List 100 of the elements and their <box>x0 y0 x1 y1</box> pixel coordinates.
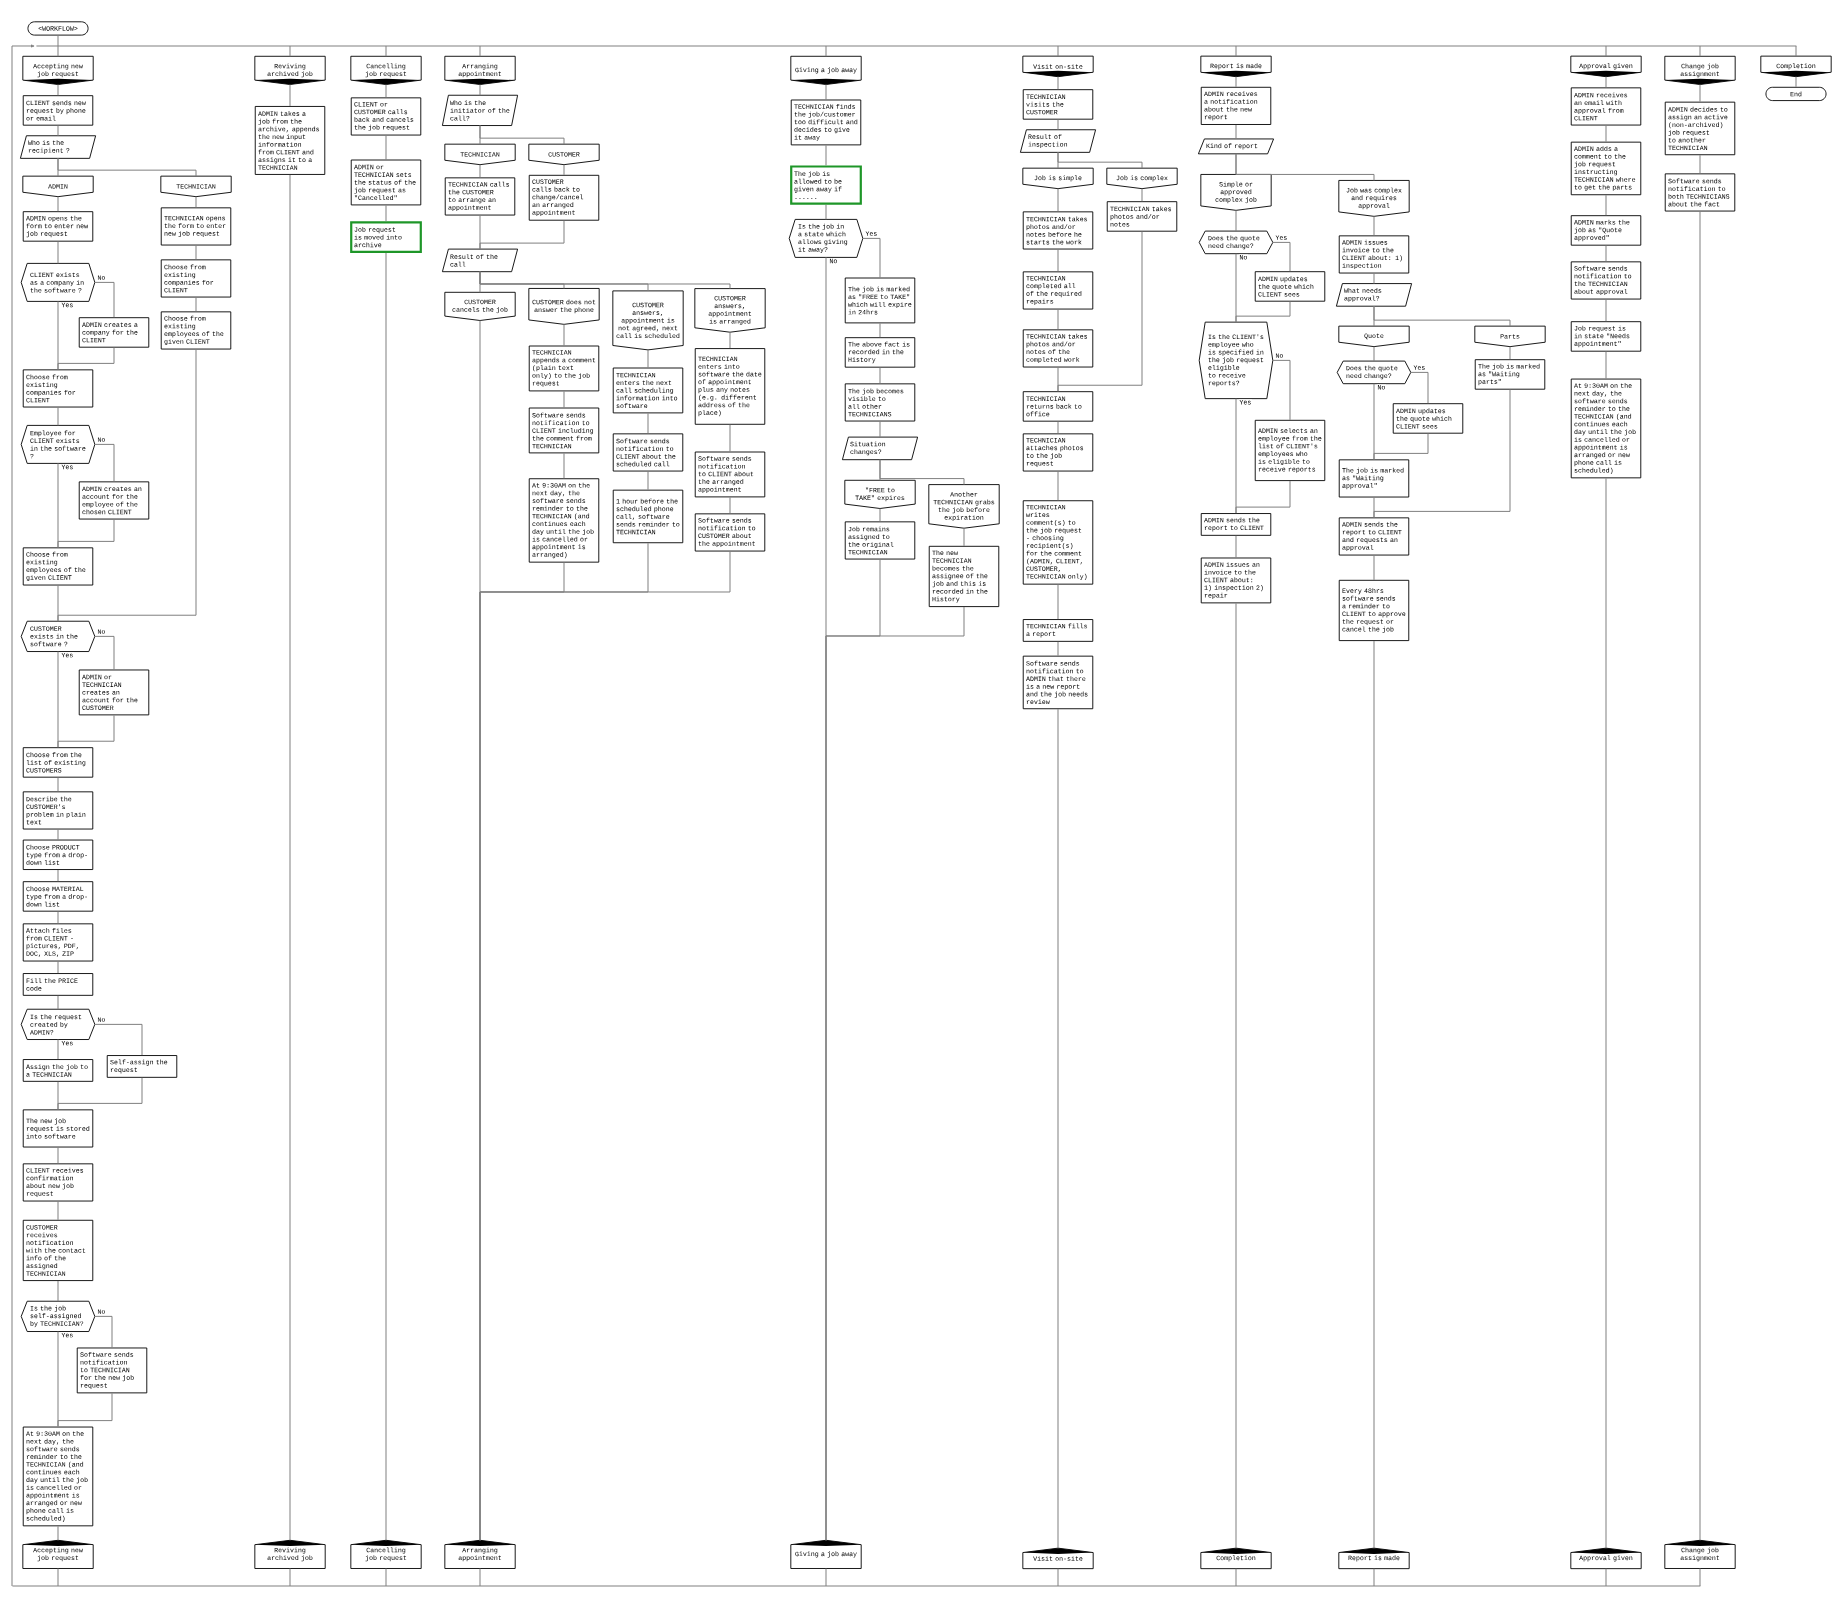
connector <box>1373 389 1511 518</box>
connector <box>1699 84 1701 103</box>
bus-line <box>36 45 1797 47</box>
connector <box>11 44 35 1587</box>
connector <box>57 1280 59 1302</box>
connector <box>195 196 197 208</box>
connector <box>1235 535 1237 559</box>
connector <box>1057 119 1059 131</box>
connector <box>1373 555 1375 581</box>
connector <box>879 459 965 486</box>
connector <box>57 35 59 47</box>
connector <box>1057 231 1143 392</box>
connector <box>57 714 115 748</box>
connector <box>289 174 291 1541</box>
connector <box>479 164 481 178</box>
connector <box>825 204 827 220</box>
connector <box>479 551 731 1541</box>
connector <box>563 164 565 176</box>
connector <box>57 869 59 882</box>
connector <box>1373 640 1375 1549</box>
connector <box>94 443 115 482</box>
connector <box>1057 188 1059 212</box>
connector <box>195 297 197 312</box>
connector <box>1373 433 1429 460</box>
connector <box>647 349 649 369</box>
connector <box>1235 124 1237 140</box>
connector <box>57 995 59 1010</box>
connector <box>729 331 731 349</box>
connector <box>1057 708 1059 1549</box>
connector <box>862 237 881 279</box>
connector <box>385 84 387 98</box>
connector <box>1235 301 1291 323</box>
connector <box>963 527 965 547</box>
connector <box>1373 215 1375 236</box>
connector <box>1141 188 1143 202</box>
connector <box>385 1568 387 1587</box>
connector <box>57 84 59 96</box>
connector <box>1235 1568 1237 1587</box>
connector <box>57 1201 59 1221</box>
connector <box>479 1568 481 1587</box>
connector <box>57 961 59 974</box>
connector <box>1509 346 1511 360</box>
connector <box>479 45 481 57</box>
connector <box>479 125 565 145</box>
connector <box>289 84 291 107</box>
connector <box>825 1568 827 1587</box>
connector <box>479 220 565 250</box>
connector <box>1699 154 1701 174</box>
connector <box>1605 125 1607 143</box>
connector <box>57 1147 59 1164</box>
connector <box>1373 1568 1375 1587</box>
connector <box>57 196 59 212</box>
connector <box>1605 1568 1607 1587</box>
connector <box>1057 45 1059 57</box>
connector <box>1699 45 1701 57</box>
connector <box>1373 305 1511 327</box>
connector <box>1057 471 1059 501</box>
connector <box>57 157 197 177</box>
connector <box>1057 249 1059 272</box>
connector <box>1235 45 1237 57</box>
connector <box>57 829 59 841</box>
connector <box>647 471 649 491</box>
connector <box>57 1039 59 1060</box>
connector <box>289 1568 291 1587</box>
connector <box>57 349 197 622</box>
connector <box>1605 351 1607 380</box>
connector <box>563 390 565 409</box>
connector <box>289 45 291 57</box>
connector <box>1057 421 1059 434</box>
connector <box>385 204 387 222</box>
connector <box>57 911 59 924</box>
connector <box>1057 584 1059 620</box>
connector <box>1605 76 1607 88</box>
connector <box>879 421 881 438</box>
connector <box>385 252 387 1541</box>
connector <box>57 407 59 426</box>
connector <box>825 45 827 57</box>
connector <box>57 1077 143 1110</box>
connector <box>1057 309 1059 330</box>
connector <box>1235 76 1237 88</box>
connector <box>195 245 197 260</box>
connector <box>57 125 59 137</box>
connector <box>1272 359 1291 421</box>
connector <box>1605 45 1607 57</box>
connector <box>1235 153 1375 181</box>
connector <box>57 241 59 264</box>
connector <box>1410 371 1429 404</box>
connector <box>563 452 565 479</box>
connector <box>1373 273 1375 285</box>
connector <box>647 412 649 434</box>
connector <box>825 144 827 166</box>
connector <box>1795 76 1797 88</box>
connector <box>57 519 115 548</box>
connector <box>1272 241 1291 272</box>
connector <box>1057 641 1059 657</box>
connector <box>57 1568 59 1587</box>
connector <box>1699 1568 1701 1587</box>
connector <box>1605 245 1607 262</box>
connector <box>1699 211 1701 1541</box>
connector <box>1235 480 1291 514</box>
